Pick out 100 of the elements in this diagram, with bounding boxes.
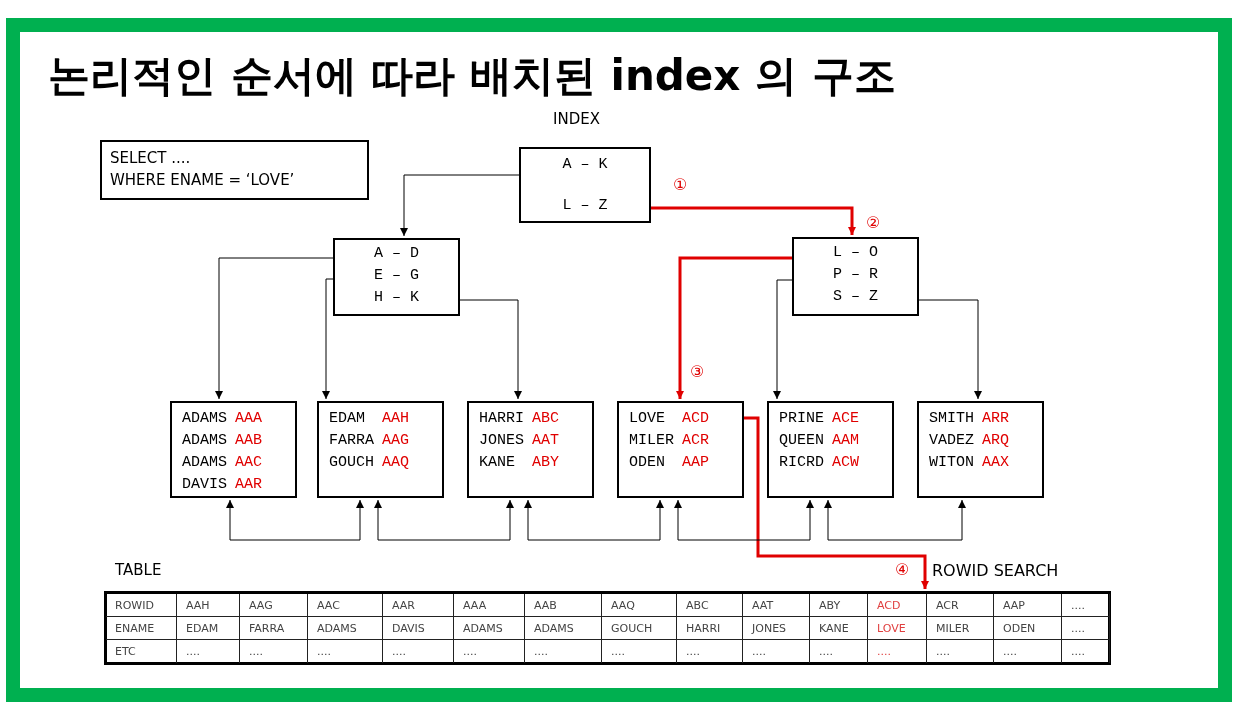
employee-name: ADAMS xyxy=(182,454,227,471)
table-cell: .... xyxy=(454,640,525,663)
rowid-code: AAM xyxy=(832,432,859,449)
table-cell: ODEN xyxy=(994,617,1062,640)
table-cell: .... xyxy=(240,640,308,663)
double-arrow xyxy=(524,499,664,541)
table-cell: ABC xyxy=(677,594,743,617)
table-cell: ADAMS xyxy=(525,617,602,640)
employee-name: ODEN xyxy=(629,454,665,471)
employee-name: DAVIS xyxy=(182,476,227,493)
double-arrow xyxy=(226,499,364,541)
key-range: H – K xyxy=(373,288,420,307)
arrow xyxy=(918,299,982,400)
employee-name: SMITH xyxy=(929,410,974,427)
query-box xyxy=(100,140,369,200)
table-cell: .... xyxy=(994,640,1062,663)
key-range: E – G xyxy=(373,266,420,285)
table-cell: AAG xyxy=(240,594,308,617)
table-cell: KANE xyxy=(810,617,868,640)
query-text: WHERE ENAME = ‘LOVE’ xyxy=(110,170,296,191)
key-range: P – R xyxy=(832,265,879,284)
table-cell: ENAME xyxy=(106,617,177,640)
key-range: A – K xyxy=(561,155,609,174)
double-arrow xyxy=(674,499,814,541)
table-cell: FARRA xyxy=(240,617,308,640)
employee-name: QUEEN xyxy=(779,432,824,449)
step-number: ② xyxy=(866,213,881,232)
table-cell: DAVIS xyxy=(383,617,454,640)
table-cell: ROWID xyxy=(106,594,177,617)
employee-name: VADEZ xyxy=(929,432,974,449)
rowid-code: ABY xyxy=(532,454,559,471)
key-range: L – O xyxy=(832,243,879,262)
rowid-code: ARQ xyxy=(982,432,1009,449)
employee-name: FARRA xyxy=(329,432,374,449)
rowid-code: ARR xyxy=(982,410,1009,427)
slide-title: 논리적인 순서에 따라 배치된 index 의 구조 xyxy=(48,50,896,102)
rowid-code: AAR xyxy=(235,476,262,493)
rowid-code: ACR xyxy=(682,432,709,449)
table-cell: ETC xyxy=(106,640,177,663)
table-cell: .... xyxy=(177,640,240,663)
table-cell: AAP xyxy=(994,594,1062,617)
rowid-code: AAT xyxy=(532,432,559,449)
table-cell: .... xyxy=(525,640,602,663)
table-cell: .... xyxy=(927,640,994,663)
employee-name: EDAM xyxy=(329,410,365,427)
employee-name: MILER xyxy=(629,432,674,449)
leaf-node-box xyxy=(767,401,894,498)
employee-name: ADAMS xyxy=(182,432,227,449)
arrow xyxy=(459,299,522,400)
table-cell: AAA xyxy=(454,594,525,617)
key-range: A – D xyxy=(373,244,420,263)
employee-name: LOVE xyxy=(629,410,665,427)
table-cell: ADAMS xyxy=(454,617,525,640)
search-caption: ROWID SEARCH xyxy=(932,561,1059,580)
key-range: L – Z xyxy=(561,196,609,215)
table-cell: ACD xyxy=(868,594,927,617)
index-node-box xyxy=(519,147,651,223)
table-cell: .... xyxy=(602,640,677,663)
rowid-code: AAP xyxy=(682,454,709,471)
rowid-code: AAB xyxy=(235,432,262,449)
arrow xyxy=(215,257,334,400)
table-cell: .... xyxy=(677,640,743,663)
leaf-node-box xyxy=(317,401,444,498)
rowid-code: AAX xyxy=(982,454,1009,471)
table-cell: .... xyxy=(810,640,868,663)
table-heading: TABLE xyxy=(115,561,162,579)
arrow xyxy=(322,278,334,400)
rowid-code: ACW xyxy=(832,454,859,471)
table-cell: .... xyxy=(743,640,810,663)
employee-name: GOUCH xyxy=(329,454,374,471)
employee-name: PRINE xyxy=(779,410,824,427)
rowid-code: AAQ xyxy=(382,454,409,471)
table-cell: JONES xyxy=(743,617,810,640)
index-node-box xyxy=(333,238,460,316)
rowid-code: AAA xyxy=(235,410,262,427)
leaf-node-box xyxy=(170,401,297,498)
rowid-code: AAH xyxy=(382,410,409,427)
employee-name: ADAMS xyxy=(182,410,227,427)
employee-name: WITON xyxy=(929,454,974,471)
query-text: SELECT .... xyxy=(110,148,192,169)
arrow xyxy=(651,206,856,235)
arrow xyxy=(400,174,520,237)
data-table xyxy=(104,591,1111,665)
rowid-code: ACD xyxy=(682,410,709,427)
arrow xyxy=(744,416,929,589)
employee-name: RICRD xyxy=(779,454,824,471)
table-cell: .... xyxy=(868,640,927,663)
table-cell: GOUCH xyxy=(602,617,677,640)
table-cell: ABY xyxy=(810,594,868,617)
table-cell: ACR xyxy=(927,594,994,617)
arrow xyxy=(676,256,792,399)
table-cell: AAB xyxy=(525,594,602,617)
table-cell: HARRI xyxy=(677,617,743,640)
index-heading: INDEX xyxy=(553,110,600,128)
rowid-code: ABC xyxy=(532,410,559,427)
table-cell: AAC xyxy=(308,594,383,617)
double-arrow xyxy=(824,499,966,541)
table-cell: .... xyxy=(1062,617,1110,640)
employee-name: KANE xyxy=(479,454,515,471)
leaf-node-box xyxy=(617,401,744,498)
